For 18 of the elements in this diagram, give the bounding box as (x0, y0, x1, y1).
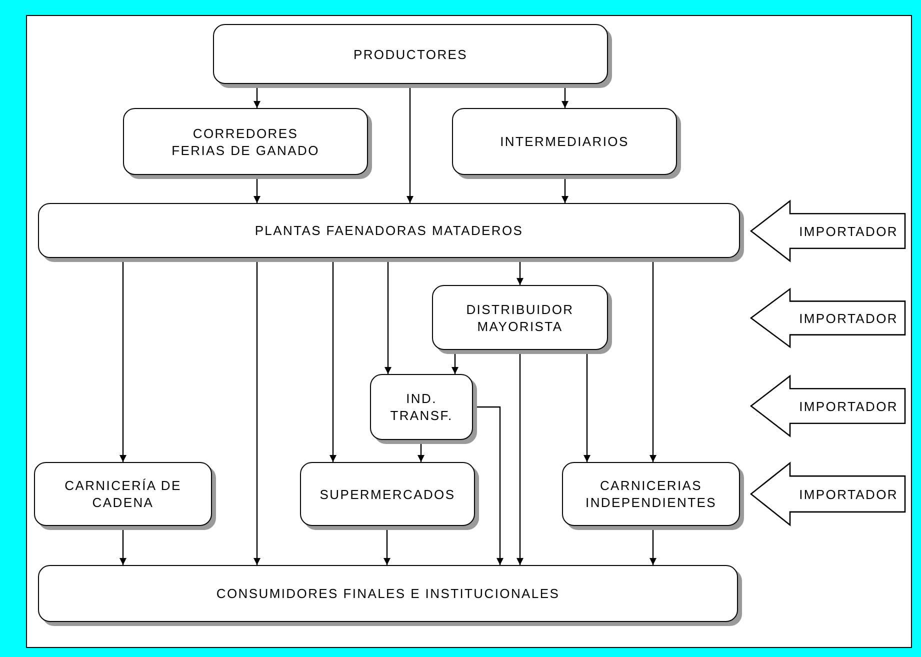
pointer-tag (750, 200, 906, 262)
box-label: CONSUMIDORES FINALES E INSTITUCIONALES (216, 585, 560, 602)
box-label: PLANTAS FAENADORAS MATADEROS (254, 222, 524, 239)
box-label: CORREDORES FERIAS DE GANADO (170, 124, 320, 158)
pointer-tag (750, 462, 906, 526)
box-label: CARNICERIAS INDEPENDIENTES (584, 477, 718, 511)
box-label: PRODUCTORES (353, 46, 468, 62)
box-label: INTERMEDIARIOS (500, 133, 629, 150)
box-label: IMPORTADOR (799, 486, 898, 502)
box-label: IMPORTADOR (799, 398, 898, 414)
box-label: IMPORTADOR (799, 222, 898, 240)
box-label: IND. TRANSF. (389, 390, 454, 424)
box-label: CARNICERÍA DE CADENA (64, 477, 182, 511)
box-label: DISTRIBUIDOR MAYORISTA (465, 300, 575, 334)
box-label: IMPORTADOR (799, 310, 898, 326)
box-label: SUPERMERCADOS (320, 486, 456, 502)
pointer-tag (750, 375, 906, 437)
pointer-tag (750, 288, 906, 348)
